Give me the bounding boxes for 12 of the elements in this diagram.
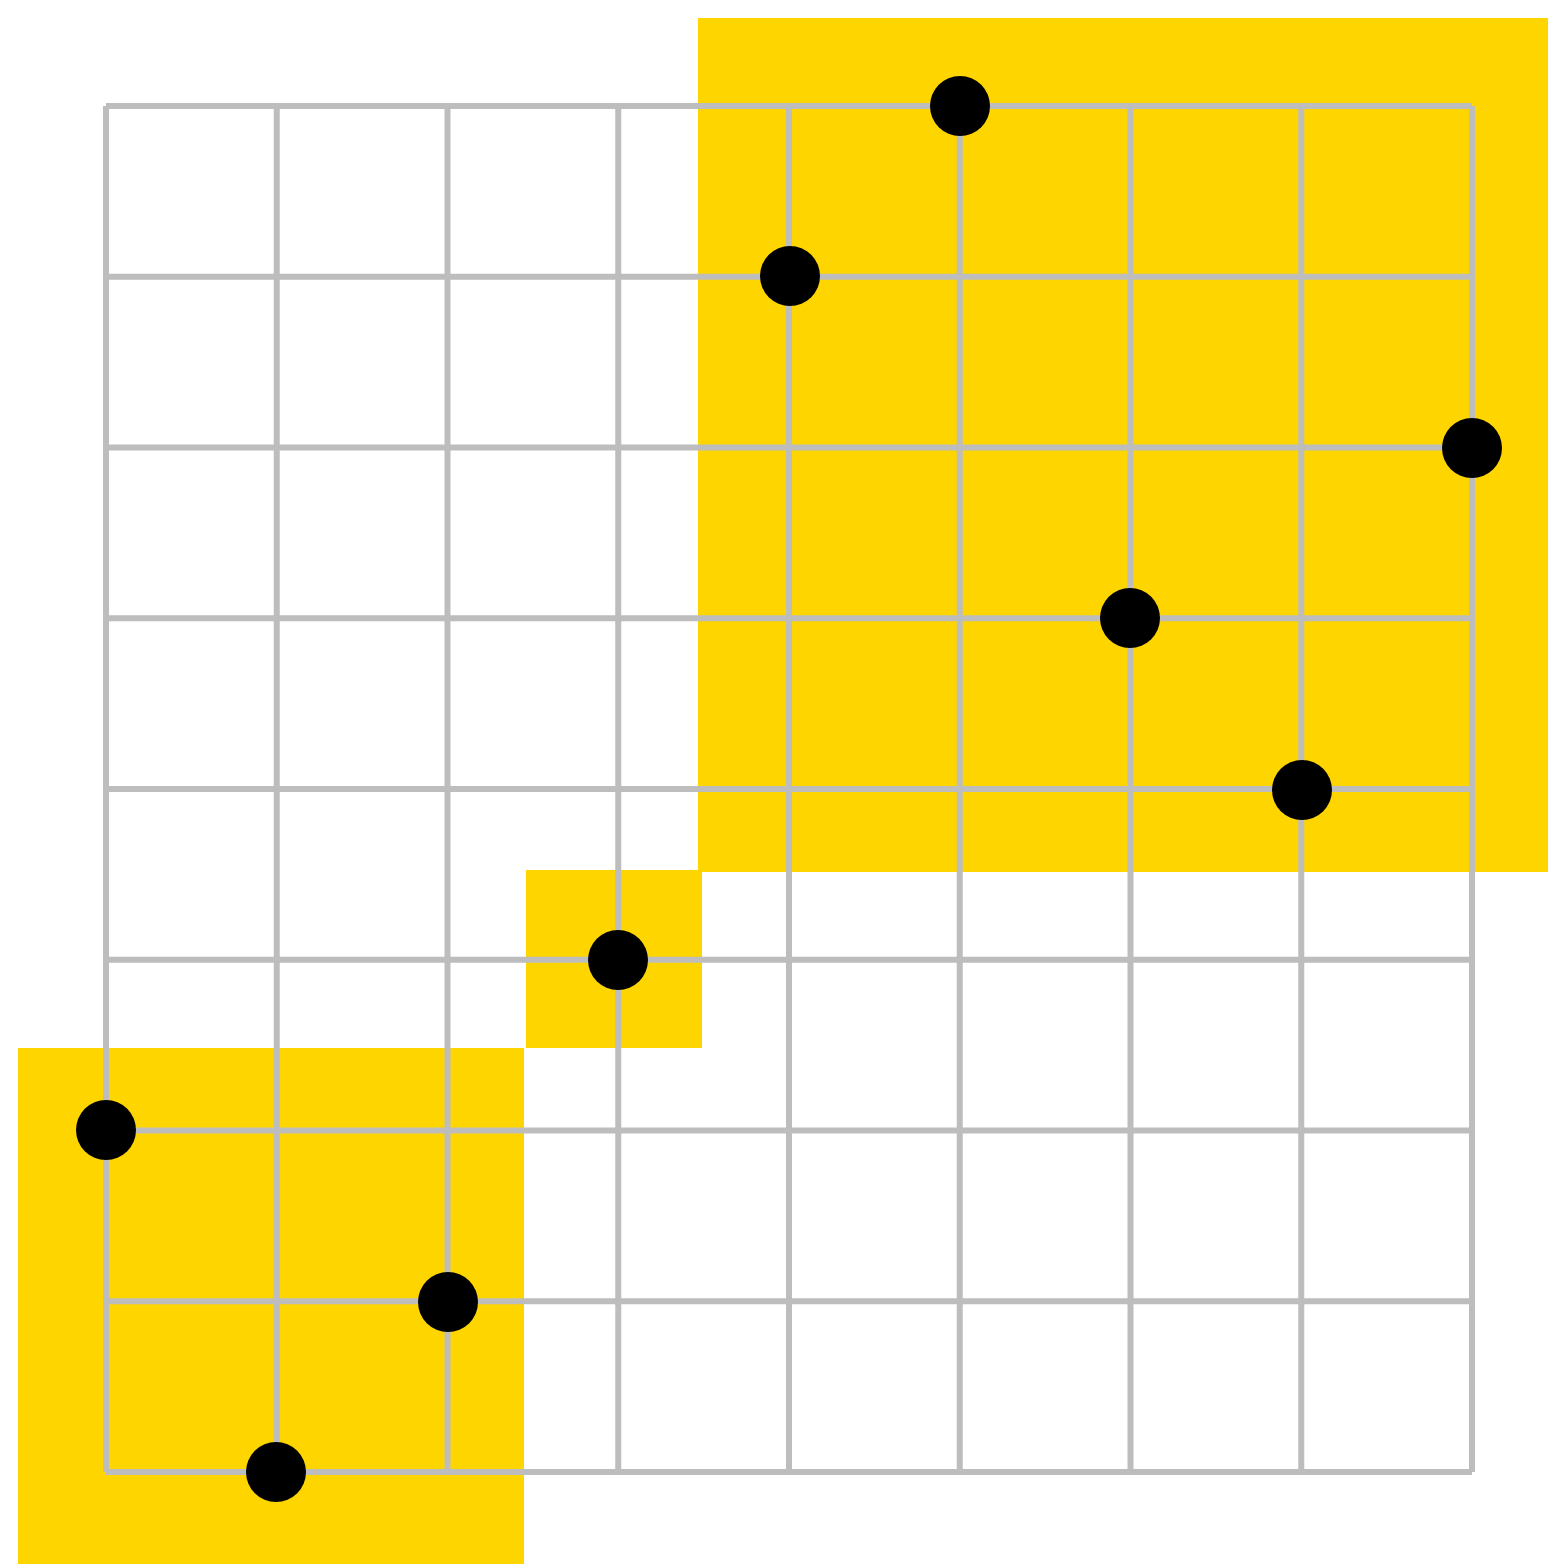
point-marker	[246, 1442, 307, 1502]
highlight-region	[18, 1048, 524, 1564]
point-marker	[759, 246, 819, 307]
highlight-region	[526, 870, 702, 1048]
point-marker	[929, 76, 990, 136]
point-marker	[417, 1271, 478, 1332]
point-marker	[588, 929, 649, 990]
highlight-region	[698, 18, 1548, 872]
point-marker	[1100, 588, 1161, 649]
point-marker	[76, 1100, 136, 1161]
point-marker	[1271, 759, 1332, 819]
point-marker	[1442, 417, 1502, 478]
